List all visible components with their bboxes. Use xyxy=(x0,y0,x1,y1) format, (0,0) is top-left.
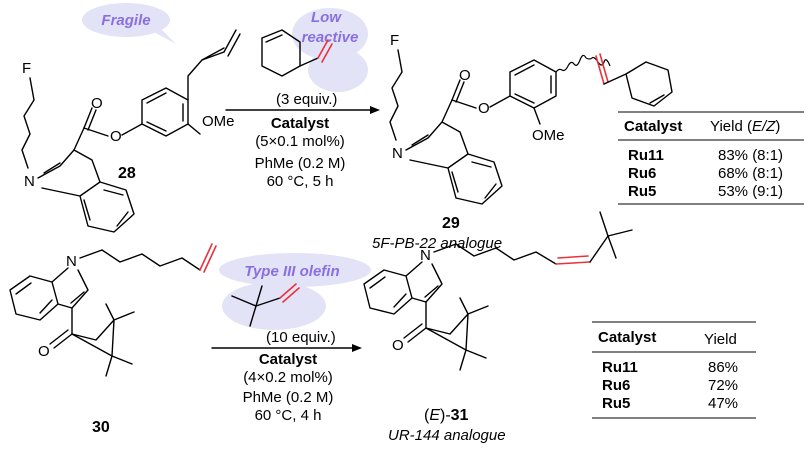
table-bottom-row-yield: 86% xyxy=(708,359,738,376)
solvent-top: PhMe (0.2 M) xyxy=(255,155,346,172)
starting-material-28: F N O O xyxy=(21,29,241,233)
table-bottom-row-catalyst: Ru6 xyxy=(602,377,630,394)
table-bottom-row-yield: 47% xyxy=(708,395,738,412)
catalyst-bottom: Catalyst xyxy=(259,351,317,368)
ome-group: OMe xyxy=(202,113,235,130)
ester-o-product: O xyxy=(478,100,490,117)
table-top-row-yield: 68% (8:1) xyxy=(718,165,783,182)
solvent-bottom: PhMe (0.2 M) xyxy=(243,389,334,406)
table-bottom-row-catalyst: Ru5 xyxy=(602,395,630,412)
n-atom-31: N xyxy=(420,247,431,264)
yield-table-top: Catalyst Yield (E/Z) Ru11 83% (8:1) Ru6 … xyxy=(618,111,804,205)
ome-group-product: OMe xyxy=(532,127,565,144)
conditions-bottom: (10 equiv.) Catalyst (4×0.2 mol%) PhMe (… xyxy=(243,329,336,424)
bubble-low-reactive: Low reactive xyxy=(292,8,368,92)
yield-table-bottom: Catalyst Yield Ru11 86% Ru6 72% Ru5 47% xyxy=(592,321,756,419)
bubble-fragile: Fragile xyxy=(82,3,176,44)
compound-30-label: 30 xyxy=(92,419,110,436)
reagent-tbu-ethylene xyxy=(231,283,300,327)
reaction-arrow-bottom xyxy=(211,344,362,352)
table-bottom-row-catalyst: Ru11 xyxy=(602,359,638,376)
conditions-top: (3 equiv.) Catalyst (5×0.1 mol%) PhMe (0… xyxy=(255,91,346,190)
temp-time-top: 60 °C, 5 h xyxy=(267,173,334,190)
compound-29-name: 5F-PB-22 analogue xyxy=(372,235,502,252)
table-top-row-catalyst: Ru6 xyxy=(628,165,656,182)
compound-28-label: 28 xyxy=(118,165,136,182)
compound-29-label: 29 xyxy=(442,215,460,232)
compound-31-name: UR-144 analogue xyxy=(388,427,506,444)
f-atom-product: F xyxy=(390,32,399,49)
table-top-row-yield: 53% (9:1) xyxy=(718,183,783,200)
f-atom: F xyxy=(22,60,31,77)
bottom-reaction: N O 30 Type III olefin xyxy=(9,211,756,444)
starting-material-30: N O 30 xyxy=(9,243,217,436)
bubble-type3-text: Type III olefin xyxy=(244,263,339,280)
table-top-row-yield: 83% (8:1) xyxy=(718,147,783,164)
ester-o: O xyxy=(110,128,122,145)
catalyst-top: Catalyst xyxy=(271,115,329,132)
product-31: N O (E)-31 UR-144 analogue xyxy=(363,211,633,444)
loading-top: (5×0.1 mol%) xyxy=(255,133,345,150)
ester-carbonyl-o: O xyxy=(91,95,103,112)
equiv-bottom: (10 equiv.) xyxy=(266,329,336,346)
temp-time-bottom: 60 °C, 4 h xyxy=(255,407,322,424)
reagent-vinylcyclohexene xyxy=(261,29,333,77)
reaction-arrow-top xyxy=(225,106,380,114)
table-bottom-col-yield: Yield xyxy=(704,331,737,348)
top-reaction: Fragile F N O O xyxy=(21,3,804,252)
bubble-low-text: Low xyxy=(311,9,342,26)
table-top-col-catalyst: Catalyst xyxy=(624,118,682,135)
equiv-top: (3 equiv.) xyxy=(276,91,337,108)
bubble-type3: Type III olefin xyxy=(219,253,371,330)
table-top-row-catalyst: Ru5 xyxy=(628,183,656,200)
loading-bottom: (4×0.2 mol%) xyxy=(243,369,333,386)
ketone-o-30: O xyxy=(38,343,50,360)
compound-31-label: (E)-31 xyxy=(424,407,469,424)
n-atom-product: N xyxy=(392,145,403,162)
table-bottom-col-catalyst: Catalyst xyxy=(598,329,656,346)
table-top-row-catalyst: Ru11 xyxy=(628,147,664,164)
bubble-fragile-text: Fragile xyxy=(101,12,150,29)
table-top-col-yield: Yield (E/Z) xyxy=(710,118,780,135)
ester-carbonyl-o-product: O xyxy=(459,67,471,84)
bubble-reactive-text: reactive xyxy=(302,29,359,46)
ketone-o-31: O xyxy=(392,337,404,354)
table-bottom-row-yield: 72% xyxy=(708,377,738,394)
n-atom-30: N xyxy=(66,253,77,270)
n-atom: N xyxy=(24,173,35,190)
product-29: F N O O OMe xyxy=(372,32,673,252)
